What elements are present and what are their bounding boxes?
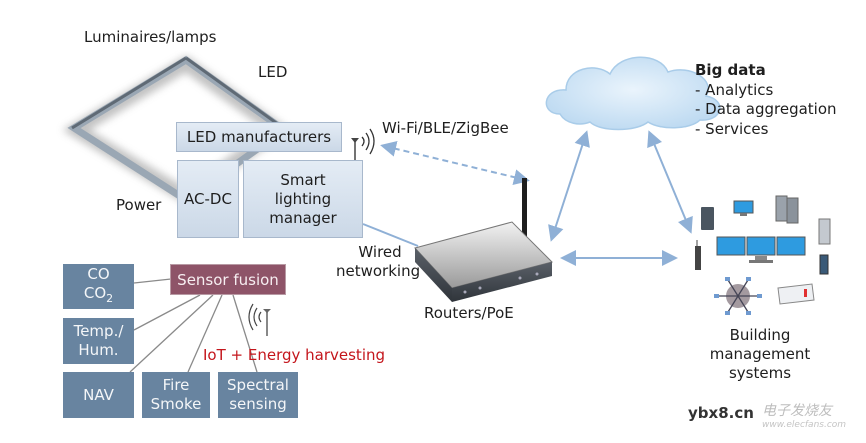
bms-devices: [695, 195, 831, 315]
cloud-bms-link: [647, 130, 693, 234]
smoke-label: Smoke: [150, 395, 202, 413]
desktop-tower-icon: [818, 218, 831, 245]
big-data-item: - Analytics: [695, 80, 774, 99]
led-label: LED: [258, 63, 288, 81]
temp-hum-sensor-box: Temp./ Hum.: [63, 318, 134, 364]
wired-label-line2: networking: [336, 262, 421, 280]
monitor-center-icon: [746, 236, 776, 256]
co2-base: CO: [83, 284, 107, 302]
sensor-wireless-signal-icon: [248, 303, 262, 331]
router-label: Routers/PoE: [424, 304, 514, 322]
fire-smoke-sensor-box: Fire Smoke: [142, 372, 210, 418]
big-data-title: Big data: [695, 61, 766, 79]
smart-manager-line3: manager: [269, 208, 337, 227]
sensing-label: sensing: [229, 395, 287, 413]
spectral-sensing-box: Spectral sensing: [218, 372, 298, 418]
wired-networking-label: Wired networking: [336, 243, 420, 281]
monitor-right-icon: [776, 236, 806, 256]
watermark-site: ybx8.cn: [688, 404, 754, 422]
fire-label: Fire: [162, 376, 190, 394]
nav-label: NAV: [83, 385, 114, 404]
sensor-links: [129, 278, 258, 373]
led-manufacturers-box: LED manufacturers: [176, 122, 342, 152]
sensor-fusion-box: Sensor fusion: [170, 264, 286, 295]
router-icon: [414, 178, 553, 302]
mobile-phone-icon: [819, 254, 829, 275]
iot-energy-harvesting-label: IoT + Energy harvesting: [203, 346, 386, 364]
co2-label: CO2: [84, 284, 113, 308]
co2-subscript: 2: [106, 292, 114, 305]
server-rack-icon: [775, 195, 788, 222]
bms-label-line2: management: [709, 345, 811, 363]
radio-handset-icon: [695, 246, 701, 270]
acdc-box: AC-DC: [177, 160, 239, 238]
smart-lighting-manager-box: Smart lighting manager: [243, 160, 363, 238]
co-sensor-box: CO CO2: [63, 264, 134, 309]
cloud-router-link: [548, 130, 590, 242]
watermark-brand: 电子发烧友: [762, 403, 832, 419]
monitor-small-icon: [733, 200, 754, 214]
co-label: CO: [87, 265, 110, 283]
temp-label: Temp./: [73, 322, 124, 340]
acdc-label: AC-DC: [184, 189, 232, 208]
wired-link: [362, 223, 419, 247]
led-manufacturers-label: LED manufacturers: [186, 127, 332, 146]
bms-label: Building management systems: [700, 326, 820, 383]
nav-sensor-box: NAV: [63, 372, 134, 418]
power-label: Power: [116, 196, 162, 214]
smart-manager-line2: lighting: [274, 189, 332, 208]
spectral-label: Spectral: [227, 376, 289, 394]
bms-label-line3: systems: [728, 364, 792, 382]
big-data-block: Big data - Analytics - Data aggregation …: [695, 61, 837, 139]
bms-label-line1: Building: [729, 326, 791, 344]
monitor-left-icon: [716, 236, 746, 256]
luminaires-title: Luminaires/lamps: [84, 28, 217, 46]
smart-manager-line1: Smart: [280, 170, 326, 189]
server-tower-icon: [701, 207, 714, 230]
control-panel-icon: [777, 283, 815, 305]
antenna-icon: [351, 138, 359, 160]
hum-label: Hum.: [78, 341, 119, 359]
big-data-item: - Services: [695, 119, 769, 138]
sensor-fusion-label: Sensor fusion: [177, 270, 279, 289]
cloud-icon: [545, 56, 721, 131]
sensor-antenna-icon: [263, 309, 271, 336]
wireless-protocols-label: Wi-Fi/BLE/ZigBee: [382, 119, 509, 137]
network-hub-icon: [714, 277, 762, 315]
wireless-link: [380, 141, 530, 185]
big-data-item: - Data aggregation: [695, 100, 837, 118]
wireless-signal-icon: [361, 128, 375, 155]
watermark-url: www.elecfans.com: [762, 420, 847, 430]
wired-label-line1: Wired: [358, 243, 402, 261]
